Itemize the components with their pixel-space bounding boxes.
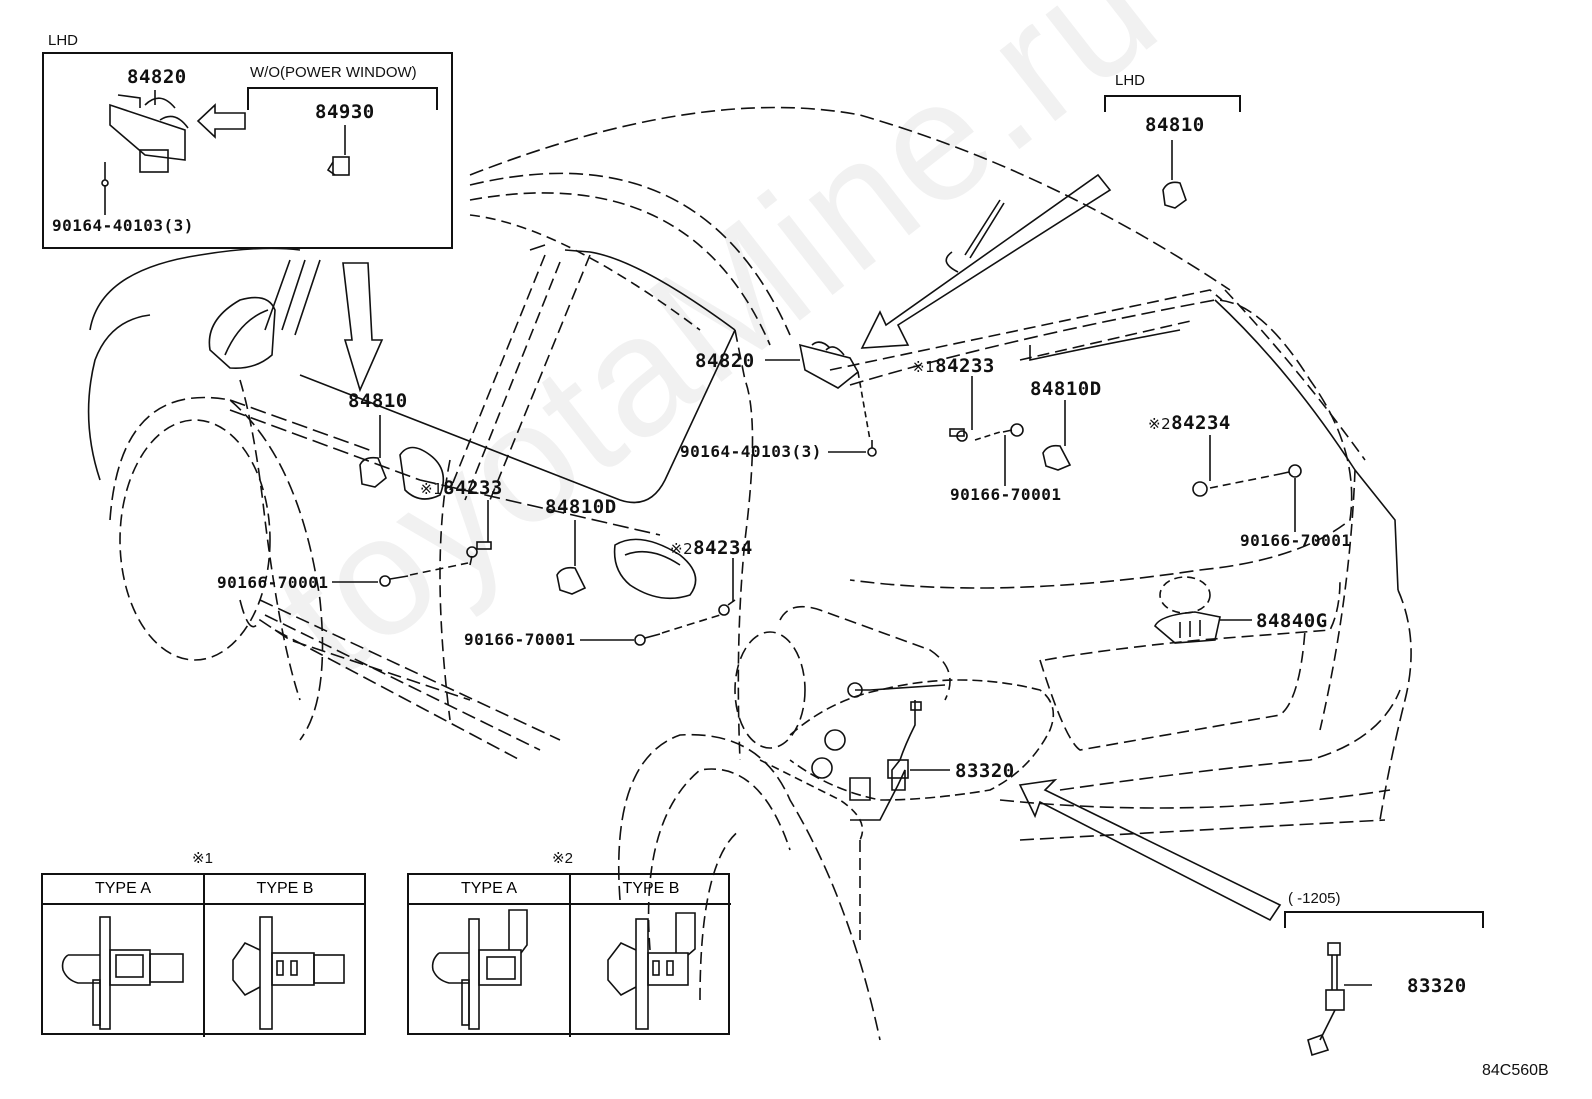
table-1-col-a: TYPE A	[43, 875, 205, 905]
courtesy-switch-rh-rear	[1192, 473, 1281, 497]
label-back-door-switch[interactable]: 84840G	[1256, 610, 1328, 632]
label-rh-rear-courtesy[interactable]: ※284234	[1148, 412, 1231, 434]
table-2-mark: ※2	[552, 850, 573, 867]
label-fuel-sender[interactable]: 83320	[955, 760, 1015, 782]
part-84810D-rh	[1042, 444, 1072, 471]
part-84810-topright	[1162, 181, 1187, 209]
front-door-beltline	[229, 399, 661, 536]
label-rh-front-screw[interactable]: 90166-70001	[950, 485, 1062, 504]
table-1-type-a-drawing	[43, 905, 205, 1037]
label-front-door-screw[interactable]: 90166-70001	[217, 573, 329, 592]
inset-bracket	[247, 87, 438, 110]
fuel-sender-variant	[1307, 942, 1345, 1057]
label-rear-door-switch[interactable]: 84810D	[545, 496, 617, 518]
note-mark-2: ※2	[670, 540, 694, 558]
note-mark-2-rh: ※2	[1148, 415, 1172, 433]
label-screw-inset[interactable]: 90164-40103(3)	[52, 216, 194, 235]
a-pillar	[264, 259, 321, 336]
screw-rear-door	[634, 614, 721, 646]
type-table-1: TYPE A TYPE B	[41, 873, 366, 1037]
license-recess	[1039, 629, 1306, 751]
note-mark-1: ※1	[420, 480, 444, 498]
antenna	[964, 199, 1005, 259]
courtesy-switch-front	[466, 541, 492, 566]
label-rear-door-screw[interactable]: 90166-70001	[464, 630, 576, 649]
tail-lamp	[1379, 589, 1412, 821]
label-fuel-sender-variant[interactable]: 83320	[1407, 975, 1467, 997]
rear-window	[849, 299, 1353, 589]
fuel-sender-drawing	[849, 700, 916, 821]
variant-bracket	[1284, 911, 1484, 928]
arrow-from-inset	[342, 262, 384, 393]
label-wo-power-window: W/O(POWER WINDOW)	[250, 64, 417, 81]
inset-arrow	[196, 103, 246, 139]
leader-lines	[104, 90, 1372, 986]
label-master-switch-screw[interactable]: 90164-40103(3)	[680, 442, 822, 461]
table-2-type-a-drawing	[409, 905, 571, 1037]
variant-range: ( -1205)	[1288, 890, 1341, 907]
table-1-mark: ※1	[192, 850, 213, 867]
part-84840G	[1154, 611, 1221, 644]
part-84930	[326, 156, 350, 176]
roof-rail-inner	[469, 192, 771, 346]
drawing-code: 84C560B	[1482, 1062, 1549, 1079]
label-front-door-switch[interactable]: 84810	[348, 390, 408, 412]
inset-region-label: LHD	[48, 32, 79, 49]
screw-rh-rear	[1279, 464, 1302, 478]
table-1-type-b-drawing	[205, 905, 365, 1037]
hatch-side	[1214, 299, 1399, 591]
label-rh-front-courtesy[interactable]: ※184233	[912, 355, 995, 377]
label-rear-door-courtesy[interactable]: ※284234	[670, 537, 753, 559]
table-2-col-a: TYPE A	[409, 875, 571, 905]
label-master-switch[interactable]: 84820	[695, 350, 755, 372]
front-wheel	[119, 419, 271, 661]
rear-wheel-arch	[617, 733, 881, 1041]
lhd-bracket	[1104, 95, 1241, 112]
fuel-tank	[789, 679, 1055, 801]
table-1-col-b: TYPE B	[205, 875, 365, 905]
screw-master	[857, 371, 877, 457]
front-wheel-arch	[109, 396, 324, 741]
label-rh-rear-switch[interactable]: 84810D	[1030, 378, 1102, 400]
label-part-84820-inset[interactable]: 84820	[127, 66, 187, 88]
inset-lhd-box	[42, 52, 453, 249]
front-door-window	[299, 329, 736, 504]
table-2-col-b: TYPE B	[571, 875, 731, 905]
b-pillar	[439, 459, 451, 721]
part-84810-front	[359, 456, 387, 488]
emblem	[1159, 576, 1211, 614]
courtesy-switch-rh-front	[949, 428, 1001, 442]
topright-region-label: LHD	[1115, 72, 1146, 89]
roof-rail	[469, 172, 791, 336]
side-mirror	[208, 296, 276, 370]
part-84820-inset	[109, 94, 189, 173]
side-skirt	[259, 599, 561, 761]
screw-rh-front	[1002, 423, 1024, 437]
table-2-type-b-drawing	[571, 905, 731, 1037]
rear-door-outline	[734, 329, 754, 761]
note-mark-1-rh: ※1	[912, 358, 936, 376]
label-front-door-courtesy[interactable]: ※184233	[420, 477, 503, 499]
rear-bumper	[1059, 689, 1401, 791]
roof-outline	[469, 106, 1231, 291]
arrow-to-fuel-sender	[1018, 778, 1282, 922]
arrow-to-switch	[860, 173, 1112, 349]
part-84820-main	[798, 341, 860, 389]
label-rh-rear-screw[interactable]: 90166-70001	[1240, 531, 1352, 550]
type-table-2: TYPE A TYPE B	[407, 873, 731, 1037]
front-door-outline	[239, 599, 471, 701]
part-84810D-rear	[556, 566, 587, 595]
label-part-84930[interactable]: 84930	[315, 101, 375, 123]
label-part-84810-topright[interactable]: 84810	[1145, 114, 1205, 136]
rear-door-handle	[613, 538, 697, 600]
courtesy-switch-rear	[718, 599, 736, 616]
spoiler	[829, 289, 1223, 371]
front-door-handle	[399, 446, 445, 500]
screw-front-door	[379, 562, 469, 587]
fuel-lid	[734, 631, 806, 749]
